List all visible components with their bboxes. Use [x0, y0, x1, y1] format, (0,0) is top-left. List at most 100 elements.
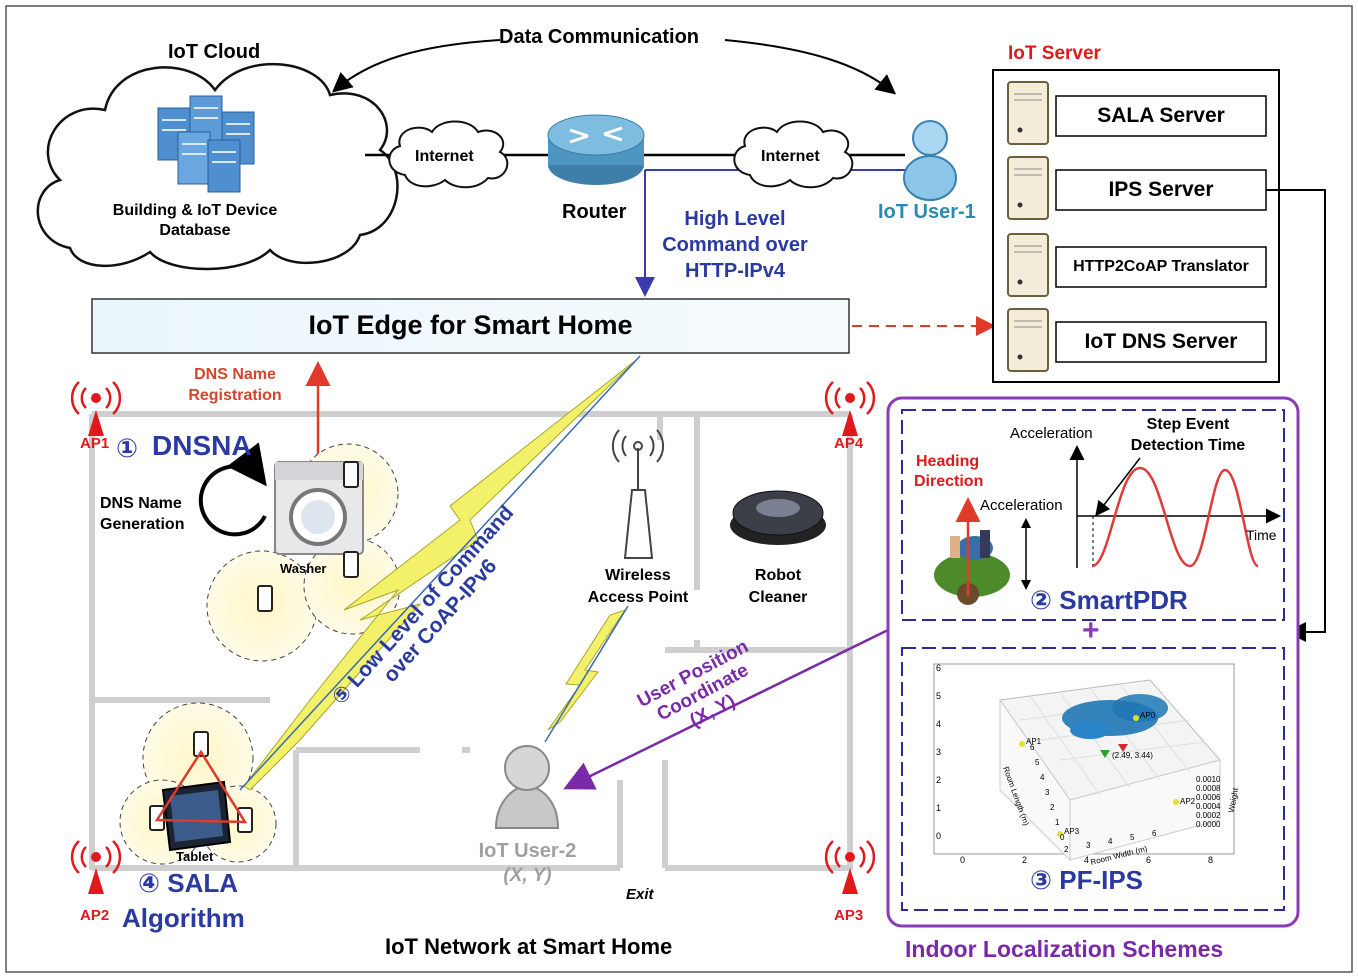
dns-registration-line2: Registration — [188, 387, 282, 404]
floor-plan-walls — [89, 411, 853, 871]
pdr-accel-mid: Acceleration — [980, 497, 1063, 514]
plus-sign: + — [1082, 614, 1100, 647]
x-tick: 0 — [960, 855, 966, 865]
room-length-tick: 4 — [1040, 773, 1045, 782]
pdr-accel-top: Acceleration — [1010, 425, 1093, 442]
network-title: IoT Network at Smart Home — [385, 934, 673, 959]
data-comm-arrow-right — [724, 39, 897, 95]
weight-tick: 0.0000 — [1196, 820, 1221, 829]
ap2-plot-label: AP2 — [1180, 797, 1196, 806]
router-label: Router — [562, 201, 627, 223]
room-length-ticks: 6 5 4 3 2 1 0 — [1030, 743, 1080, 854]
weight-tick: 0.0004 — [1196, 802, 1221, 811]
washer-label: Washer — [280, 561, 327, 576]
wap-line1: Wireless — [605, 567, 671, 584]
user1-icon — [903, 120, 957, 201]
tablet-label: Tablet — [176, 849, 214, 864]
pfips-box — [901, 647, 1285, 911]
ap3-plot-label: AP3 — [1064, 827, 1080, 836]
heading-line1: Heading — [916, 453, 980, 470]
iot-dns-server-label: IoT DNS Server — [1084, 330, 1238, 353]
server-tower-icons — [1007, 81, 1049, 372]
iot-cloud-title: IoT Cloud — [168, 41, 261, 63]
position-plot-label: (2.49, 3.44) — [1112, 751, 1153, 760]
ap1-plot-label: AP1 — [1026, 737, 1042, 746]
smartpdr-box — [901, 409, 1285, 621]
sala-triangle — [154, 749, 248, 824]
y-tick: 2 — [936, 775, 942, 785]
pfips-label: ③ PF-IPS — [1030, 865, 1144, 895]
iot-user1-label: IoT User-1 — [878, 201, 976, 223]
coap-link-line — [239, 355, 641, 791]
room-length-tick: 1 — [1055, 818, 1060, 827]
weight-tick: 0.0006 — [1196, 793, 1221, 802]
user2-coordinate: (X, Y) — [503, 865, 552, 886]
room-width-tick: 6 — [1152, 829, 1157, 838]
dns-generation-line2: Generation — [100, 516, 185, 533]
ap3-label: AP3 — [834, 907, 864, 924]
x-tick: 8 — [1208, 855, 1214, 865]
sala-line1: ④ SALA — [138, 868, 239, 898]
exit-label: Exit — [626, 886, 654, 903]
internet-label-2: Internet — [761, 148, 820, 165]
ap0-plot-label: AP0 — [1140, 711, 1156, 720]
tablet-icon — [161, 780, 232, 852]
iot-user2-label: IoT User-2 — [478, 840, 577, 862]
washer-icon — [274, 461, 364, 555]
y-tick: 4 — [936, 719, 942, 729]
dns-generation-line1: DNS Name — [100, 495, 182, 512]
data-communication-label: Data Communication — [499, 26, 700, 48]
step-event-line2: Detection Time — [1130, 437, 1246, 454]
weight-ticks: 0.0010 0.0008 0.0006 0.0004 0.0002 0.000… — [1196, 775, 1236, 836]
room-width-tick: 5 — [1130, 833, 1135, 842]
dnsna-number: ① — [116, 433, 139, 463]
weight-tick: 0.0010 — [1196, 775, 1221, 784]
internet-cloud-1 — [388, 120, 509, 189]
internet-label-1: Internet — [415, 148, 474, 165]
pfips-plot — [933, 663, 1235, 862]
iot-edge-box — [91, 298, 850, 354]
router-icon — [547, 114, 645, 185]
y-tick: 0 — [936, 831, 942, 841]
db-label-line2: Database — [159, 222, 231, 239]
ap4-label: AP4 — [834, 435, 864, 452]
robot-line1: Robot — [754, 567, 802, 584]
x-tick: 2 — [1022, 855, 1028, 865]
dns-generation-cycle-icon — [198, 442, 267, 537]
high-level-line3: HTTP-IPv4 — [684, 260, 786, 282]
room-width-ticks: 2 3 4 5 6 — [1064, 829, 1174, 858]
ap-signal-waves — [70, 381, 876, 874]
user2-icon — [494, 745, 560, 829]
y-tick: 6 — [936, 663, 942, 673]
db-label-line1: Building & IoT Device — [112, 202, 278, 219]
x-tick: 4 — [1084, 855, 1090, 865]
user-position-arrow — [563, 628, 889, 790]
pdr-time-label: Time — [1246, 527, 1277, 543]
x-tick: 6 — [1146, 855, 1152, 865]
ap-antenna-icons — [88, 393, 858, 894]
dnsna-label: DNSNA — [152, 430, 252, 461]
y-tick: 3 — [936, 747, 942, 757]
outer-border — [5, 5, 1353, 973]
high-level-line1: High Level — [684, 208, 786, 230]
internet-cloud-2 — [733, 120, 854, 189]
sala-server-label: SALA Server — [1097, 104, 1225, 127]
y-tick: 1 — [936, 803, 942, 813]
ips-to-localization-arrow — [1266, 189, 1326, 642]
iot-server-title: IoT Server — [1008, 43, 1101, 64]
database-servers-icon — [157, 95, 255, 193]
wifi-lightning-bolt — [547, 609, 627, 731]
wireless-ap-icon — [611, 429, 665, 559]
ap1-label: AP1 — [80, 435, 110, 452]
heading-line2: Direction — [914, 473, 984, 490]
wifi-link-line — [544, 605, 629, 743]
room-length-tick: 3 — [1045, 788, 1050, 797]
smartpdr-label: ② SmartPDR — [1030, 585, 1188, 615]
room-length-tick: 5 — [1035, 758, 1040, 767]
robot-cleaner-icon — [730, 490, 826, 545]
pfips-x-ticks: 0 2 4 6 8 — [960, 855, 1230, 868]
step-event-arrow — [1095, 457, 1141, 517]
room-length-tick: 0 — [1060, 833, 1065, 842]
pfips-y-ticks: 6 5 4 3 2 1 0 — [936, 663, 948, 854]
